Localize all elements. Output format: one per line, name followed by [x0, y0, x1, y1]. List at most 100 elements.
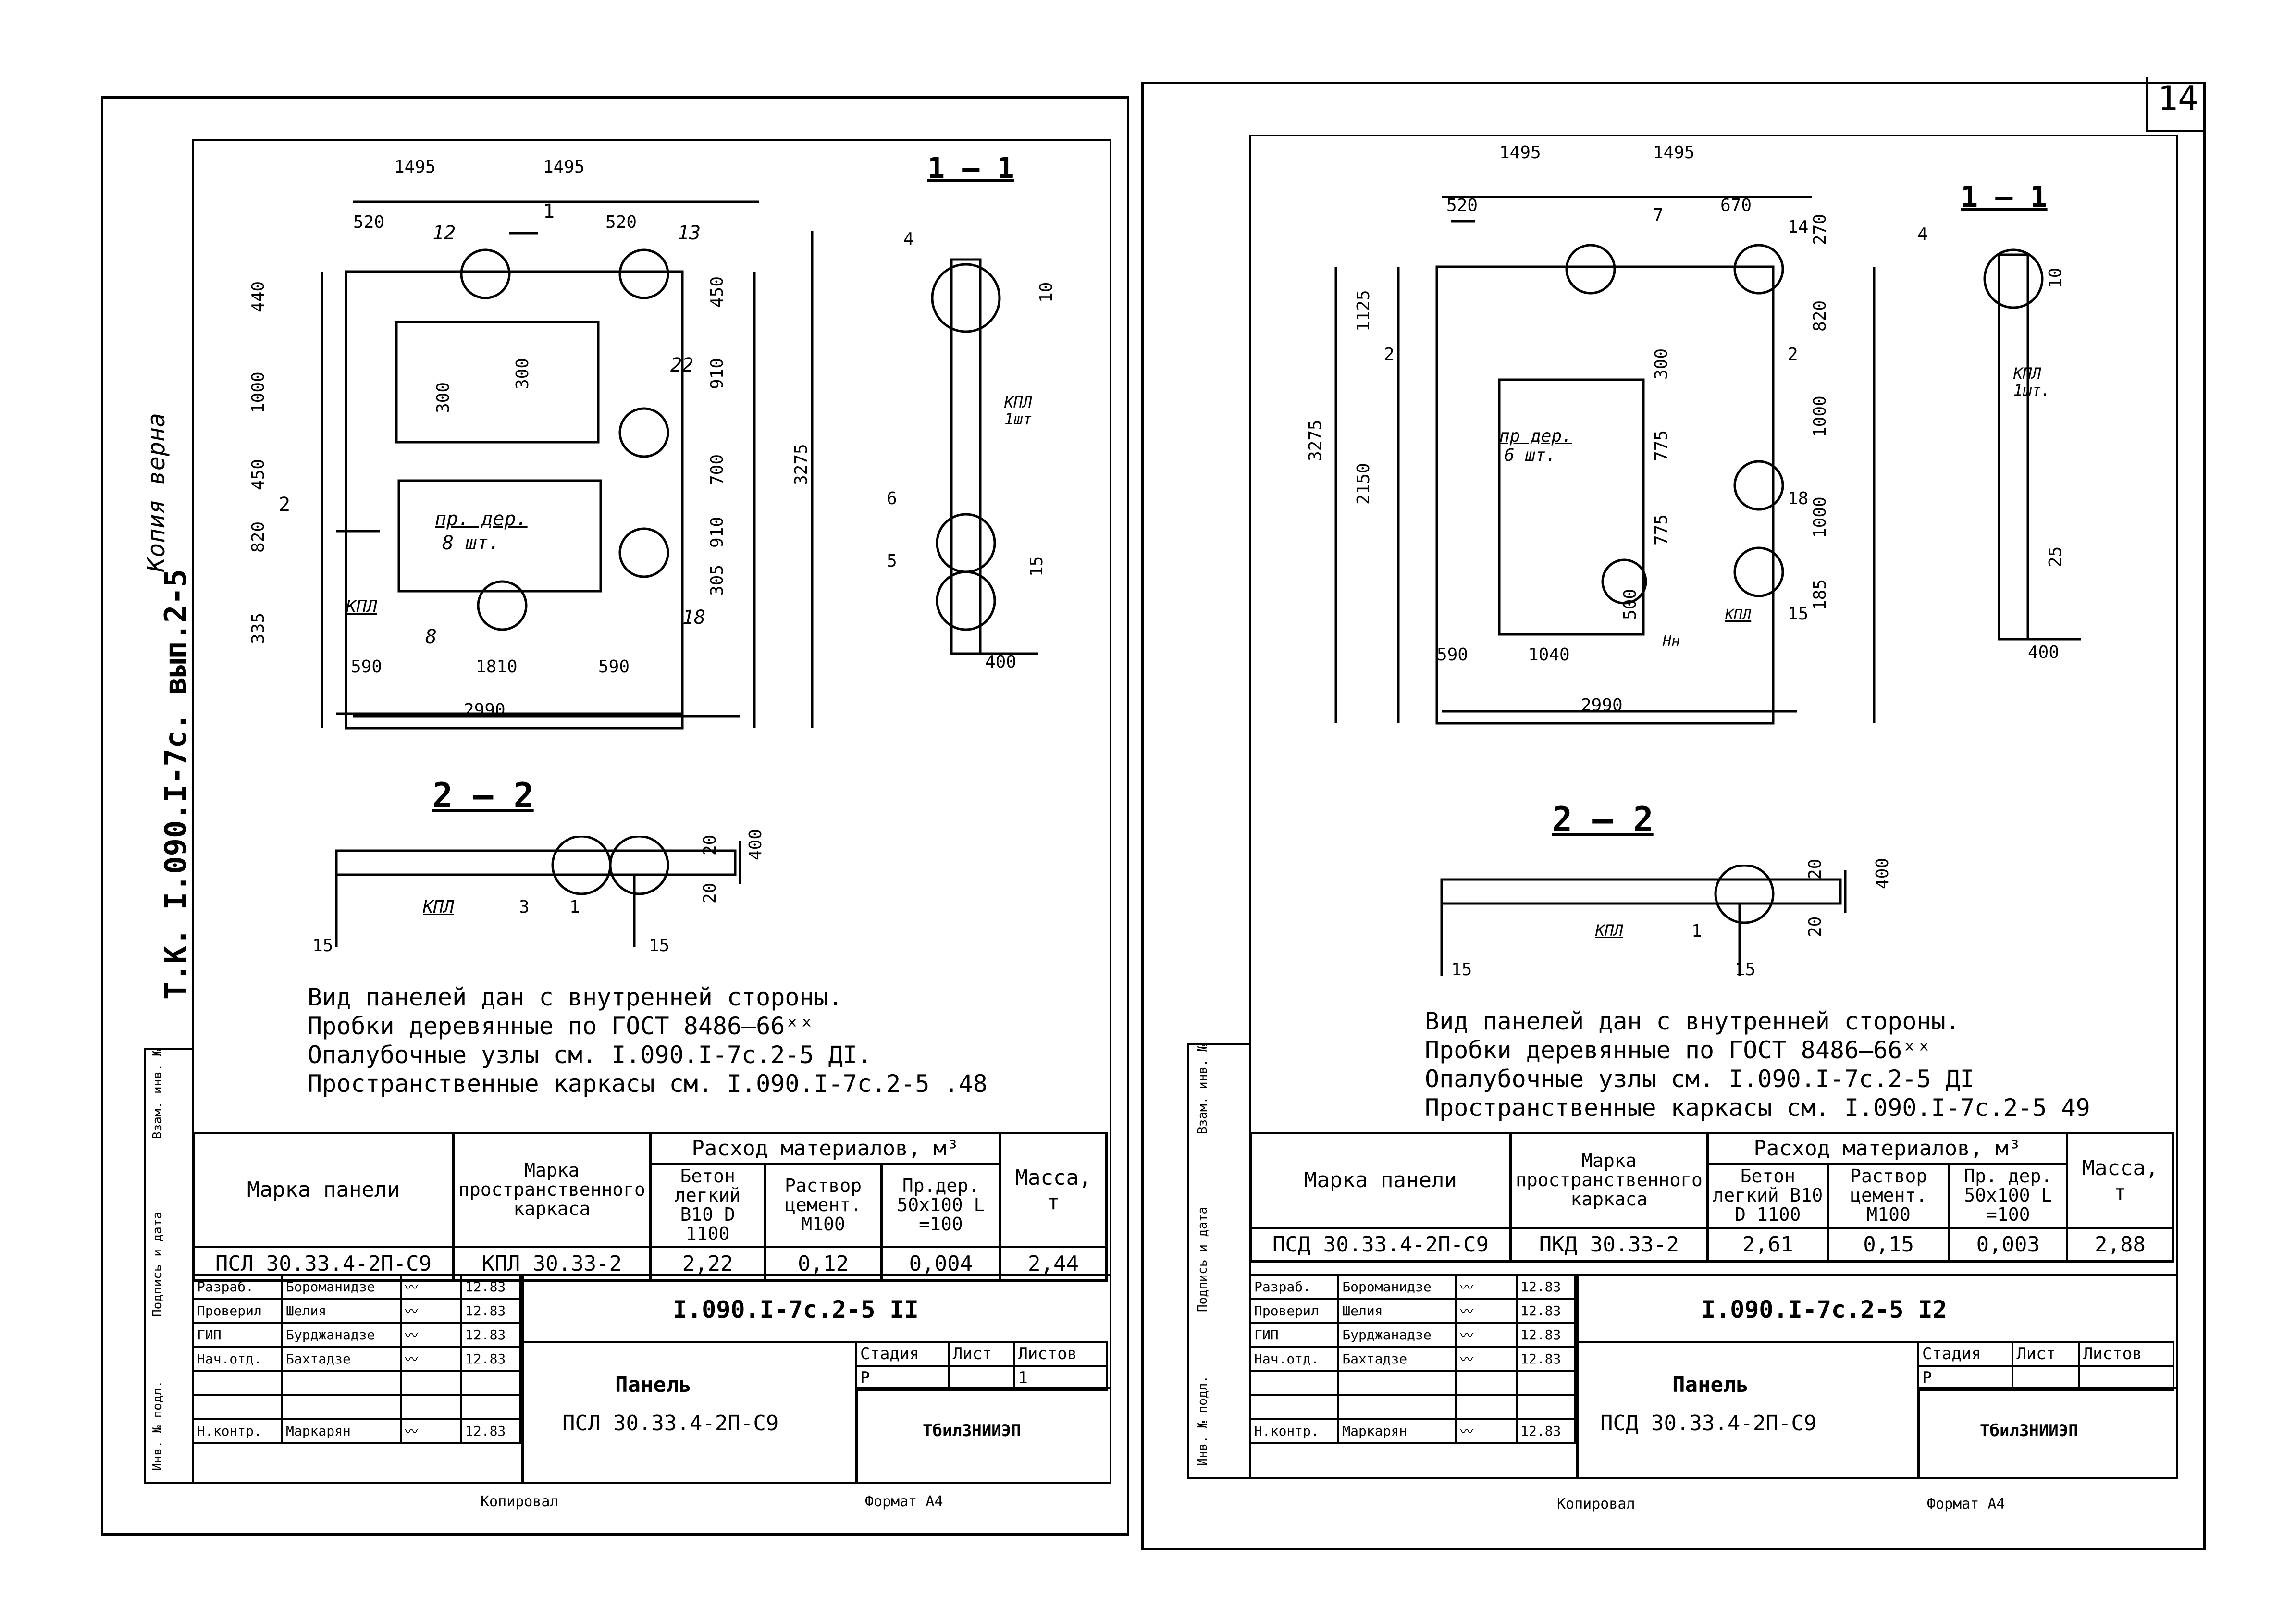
- right-stamp-divider: [1576, 1341, 2174, 1343]
- left-dim-440: 440: [248, 281, 268, 312]
- left-stamp-name: Бурджанадзе: [281, 1322, 402, 1348]
- right-stamp-name: Бурджанадзе: [1337, 1322, 1457, 1348]
- right-stamp-role: Нач.отд.: [1249, 1346, 1340, 1372]
- right-dim-820: 820: [1810, 300, 1830, 332]
- left-sec1-num-5: 5: [887, 551, 897, 571]
- right-footer-format: Формат А4: [1927, 1496, 2005, 1512]
- left-dim-w300: 300: [433, 382, 453, 413]
- left-stamp-org-box: [855, 1387, 1110, 1483]
- right-num-18: 18: [1788, 489, 1809, 508]
- left-th-rastvor: Раствор цемент. М100: [764, 1163, 883, 1248]
- left-label-pr-der: пр. дер.: [435, 508, 528, 530]
- right-stamp-name: Бороманидзе: [1337, 1274, 1457, 1300]
- left-stamp-name: Бахтадзе: [281, 1346, 402, 1372]
- left-sec2-400: 400: [746, 829, 765, 860]
- left-th-prder: Пр.дер. 50х100 L =100: [880, 1163, 1002, 1248]
- left-copy-note: Копия верна: [142, 412, 170, 572]
- right-side-label-inv: Инв. № подл.: [1196, 1375, 1210, 1466]
- left-stamp-name: [281, 1370, 402, 1396]
- left-sec1-kpl: КПЛ 1шт: [1004, 393, 1032, 429]
- right-note-1: Вид панелей дан с внутренней стороны.: [1425, 1007, 1960, 1035]
- left-dim-450: 450: [707, 276, 727, 308]
- left-panel-outline: [345, 270, 684, 730]
- left-side-label-sign: Подпись и дата: [150, 1211, 165, 1317]
- left-th-marka-panel: Марка панели: [192, 1132, 455, 1248]
- right-dim-270: 270: [1810, 213, 1830, 245]
- right-dim-top2: 1495: [1653, 143, 1695, 162]
- left-num-8: 8: [425, 626, 437, 648]
- right-dim-top1: 1495: [1499, 143, 1541, 162]
- right-node-18: [1733, 460, 1784, 511]
- right-footer-copy: Копировал: [1557, 1496, 1635, 1512]
- left-stamp-sign: [400, 1394, 462, 1420]
- right-sec1-dim-25: 25: [2046, 546, 2065, 567]
- right-stamp-role: [1249, 1370, 1340, 1396]
- left-section-2-title: 2 – 2: [432, 776, 534, 815]
- left-footer-format: Формат А4: [865, 1493, 943, 1510]
- right-stamp-name: [1337, 1394, 1457, 1420]
- left-stamp-role: ГИП: [192, 1322, 283, 1348]
- left-dim-700: 700: [707, 454, 727, 485]
- right-section-2-title: 2 – 2: [1552, 800, 1654, 839]
- left-stamp-role: Н.контр.: [192, 1418, 283, 1444]
- left-num-13: 13: [678, 222, 701, 244]
- right-section-1-drawing: [1983, 248, 2081, 641]
- right-sec2-400: 400: [1873, 857, 1892, 889]
- left-stamp-role: [192, 1370, 283, 1396]
- left-side-label-inv: Инв. № подл.: [150, 1380, 165, 1471]
- left-sec2-num-1: 1: [569, 897, 580, 917]
- left-sec2-15a: 15: [312, 936, 333, 955]
- right-stamp-date: 12.83: [1516, 1274, 1576, 1300]
- left-dim-top1: 1495: [394, 157, 436, 177]
- right-stamp-org: ТбилЗНИИЭП: [1980, 1421, 2078, 1440]
- right-td-prder: 0,003: [1948, 1226, 2069, 1263]
- right-stamp-name: Маркарян: [1337, 1418, 1457, 1444]
- left-th-marka-karkas: Марка пространственного каркаса: [452, 1132, 652, 1248]
- right-stamp-date: 12.83: [1516, 1322, 1576, 1348]
- right-th-prder: Пр. дер. 50х100 L =100: [1948, 1163, 2069, 1229]
- left-stamp-role: [192, 1394, 283, 1420]
- left-num-18: 18: [682, 607, 706, 629]
- left-label-8sht: 8 шт.: [442, 532, 500, 554]
- right-node-7: [1565, 244, 1616, 295]
- left-dim-910a: 910: [707, 358, 727, 389]
- right-stamp-date: 12.83: [1516, 1346, 1576, 1372]
- left-dim-590a: 590: [351, 657, 383, 677]
- left-materials-table: Марка панели Марка пространственного кар…: [192, 1132, 1108, 1282]
- right-section-1-title: 1 – 1: [1961, 180, 2048, 214]
- right-stamp-sign: [1455, 1370, 1518, 1396]
- right-stamp-stadiya-h: Стадия: [1917, 1341, 2014, 1367]
- right-stamp-title: Панель: [1672, 1373, 1749, 1397]
- left-sec2-20a: 20: [700, 834, 720, 855]
- left-label-kpl-front: КПЛ: [346, 597, 378, 617]
- left-stamp-sign: 〰: [400, 1322, 462, 1348]
- right-dim-185: 185: [1810, 579, 1830, 610]
- left-num-12: 12: [432, 222, 456, 244]
- right-stamp-role: Н.контр.: [1249, 1418, 1340, 1444]
- left-stamp-sign: 〰: [400, 1274, 462, 1300]
- left-dim-top2: 1495: [543, 157, 585, 177]
- right-stamp-date: [1516, 1370, 1576, 1396]
- right-sheet-outer: [1141, 82, 2206, 1550]
- right-sec1-dim-10: 10: [2046, 267, 2065, 288]
- left-side-strip: [144, 1048, 194, 1484]
- right-td-karkas: ПКД 30.33-2: [1509, 1226, 1709, 1263]
- left-dim-335: 335: [248, 612, 268, 644]
- right-stamp-org-box: [1917, 1387, 2177, 1478]
- left-num-22: 22: [670, 354, 694, 376]
- right-label-pr-der: пр дер.: [1499, 426, 1572, 446]
- left-dim-820: 820: [248, 521, 268, 553]
- right-dim-670: 670: [1720, 196, 1752, 215]
- right-dim-2990: 2990: [1581, 695, 1623, 715]
- right-section-2-drawing: [1440, 865, 1847, 976]
- left-stamp-date: 12.83: [460, 1298, 521, 1324]
- right-sec2-20b: 20: [1805, 916, 1825, 937]
- right-stamp-doc-code: I.090.I-7c.2-5 I2: [1701, 1296, 1947, 1324]
- left-stamp-name: [281, 1394, 402, 1420]
- right-stamp-listov-h: Листов: [2078, 1341, 2175, 1367]
- left-dim-910b: 910: [707, 516, 727, 548]
- left-stamp-name: Бороманидзе: [281, 1274, 402, 1300]
- right-stamp-main: [1576, 1274, 2177, 1478]
- right-th-massa: Масса, т: [2066, 1132, 2174, 1229]
- right-td-beton: 2,61: [1706, 1226, 1829, 1263]
